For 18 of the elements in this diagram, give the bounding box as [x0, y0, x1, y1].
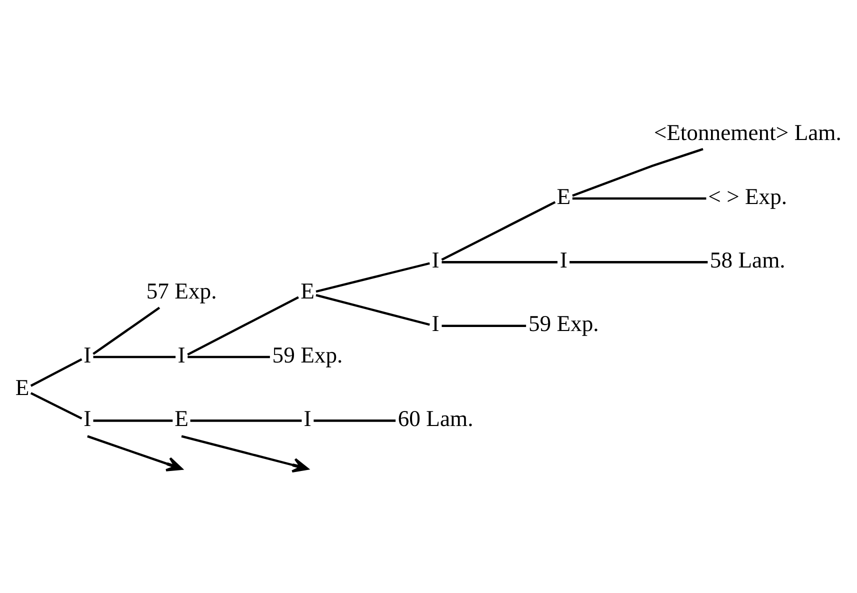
node-text: I — [84, 406, 92, 432]
node-text: E — [15, 374, 30, 400]
node-text: I — [178, 342, 186, 368]
node-text: I — [432, 311, 440, 336]
node-text: E — [300, 278, 314, 304]
node-text: E — [174, 406, 188, 432]
node-text: < > Exp. — [708, 184, 788, 209]
node-text: 59 Exp. — [272, 342, 343, 368]
node-text: <Etonnement> Lam. — [654, 120, 842, 146]
node-text: I — [84, 342, 92, 368]
node-text: 57 Exp. — [146, 278, 217, 304]
node-text: 59 Exp. — [528, 311, 599, 336]
node-text: 60 Lam. — [398, 406, 474, 432]
node-text: I — [560, 248, 568, 273]
node-text: E — [556, 184, 571, 209]
node-text: I — [432, 248, 440, 273]
node-text: 58 Lam. — [710, 248, 786, 273]
node-text: I — [304, 406, 312, 432]
